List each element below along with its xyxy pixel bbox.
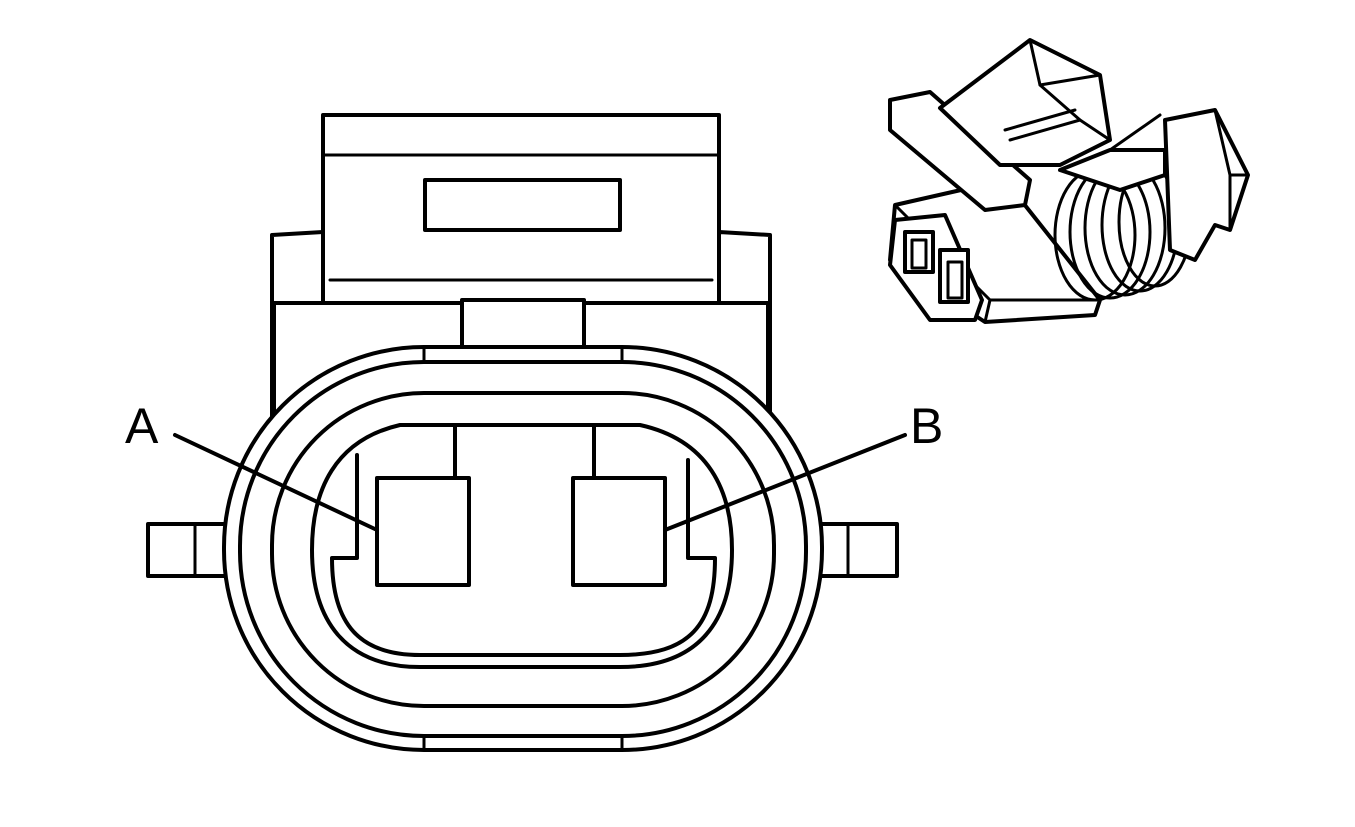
outer-shell xyxy=(222,345,824,752)
leader-line-b xyxy=(663,433,907,532)
leader-line-a xyxy=(173,433,379,532)
connector-isometric-view xyxy=(888,38,1250,324)
left-tab xyxy=(146,522,230,578)
terminal-a xyxy=(375,476,471,587)
inner-cavity xyxy=(310,423,734,669)
pin-label-a: A xyxy=(125,398,159,454)
pin-label-b: B xyxy=(910,398,943,454)
right-tab xyxy=(813,522,899,578)
connector-face-view: A B xyxy=(125,113,943,752)
terminal-b xyxy=(571,476,667,587)
latch-window xyxy=(423,178,622,232)
